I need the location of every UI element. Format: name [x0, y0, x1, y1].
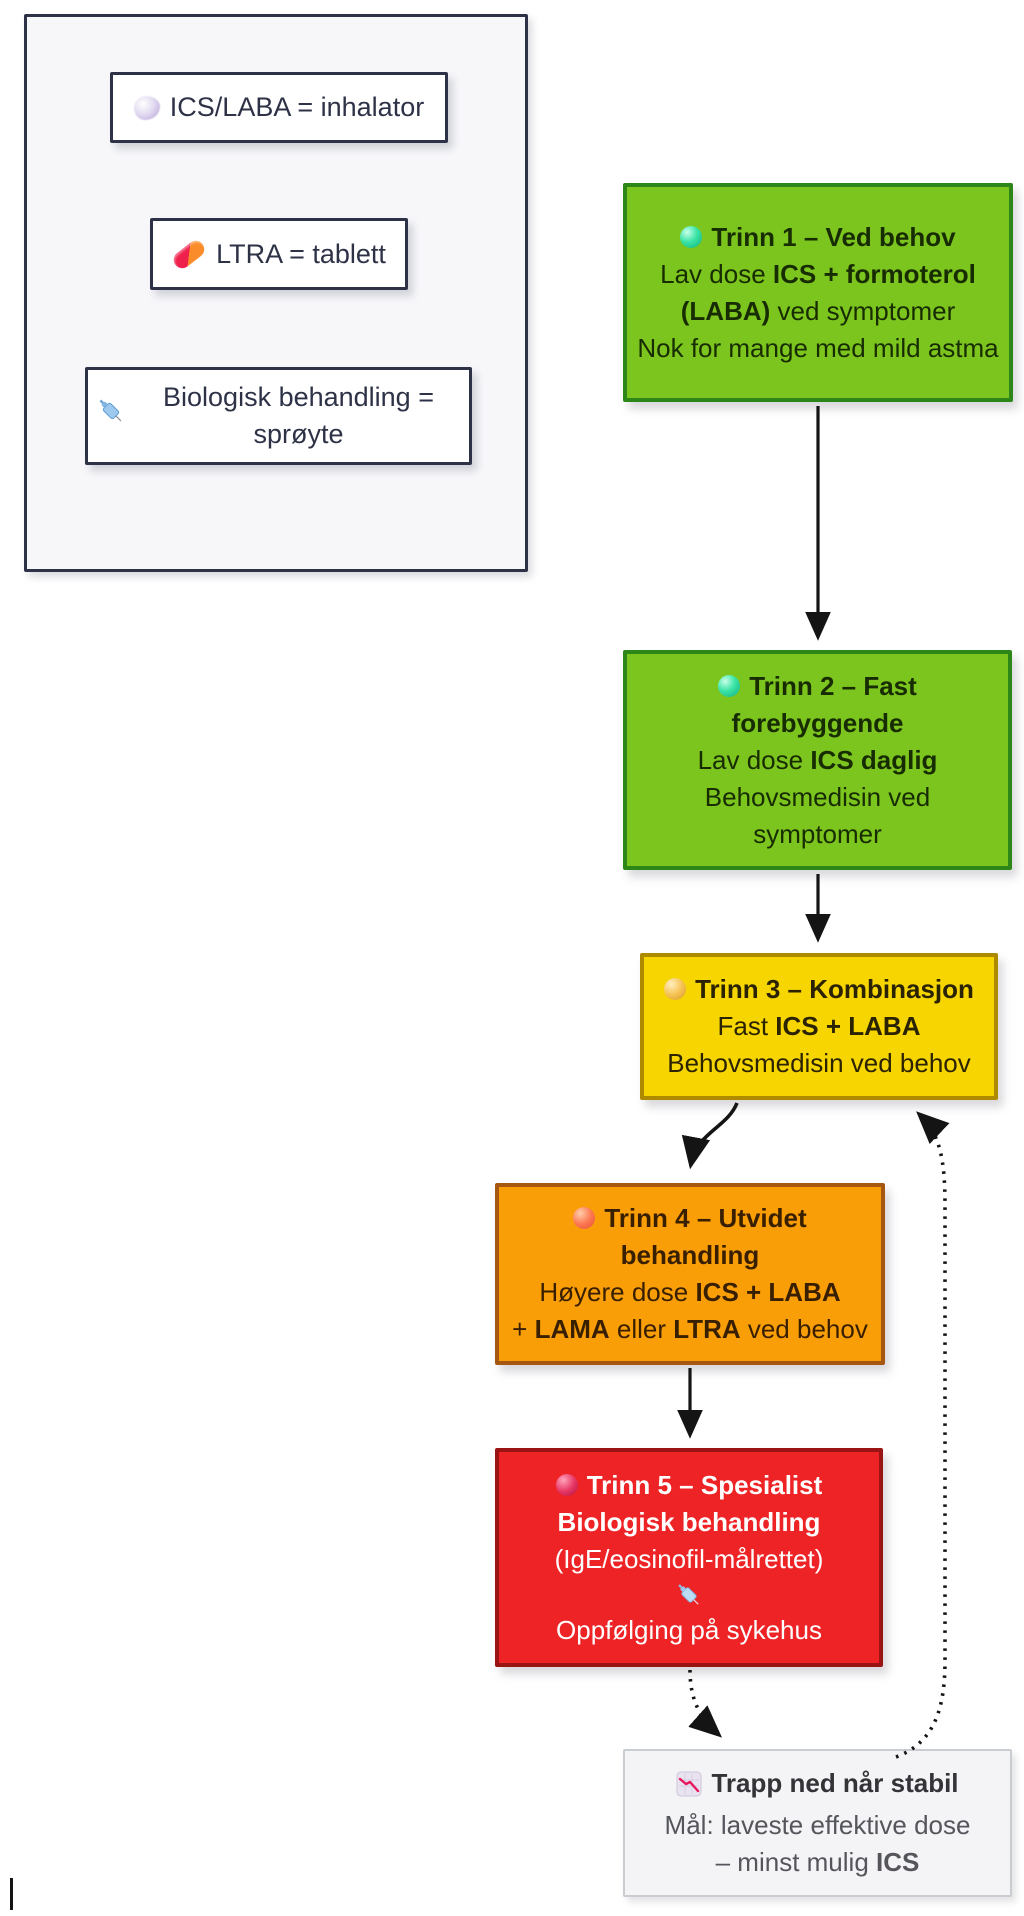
- step-box-trinn-4: Trinn 4 – Utvidet behandling Høyere dose…: [495, 1183, 885, 1365]
- chart-decreasing-icon: [676, 1770, 702, 1807]
- step-text: Behovsmedisin ved symptomer: [704, 781, 931, 849]
- legend-item-label: Biologisk behandling = sprøyte: [163, 382, 434, 449]
- legend-item-sproyte: Biologisk behandling = sprøyte: [85, 367, 472, 465]
- step-box-trinn-1: Trinn 1 – Ved behov Lav dose ICS + formo…: [623, 183, 1013, 402]
- step-title: Trinn 1 – Ved behov: [680, 219, 956, 256]
- orange-sphere-icon: [573, 1207, 596, 1229]
- dotted-arrow-stepdown-to-trinn3: [895, 1111, 950, 1759]
- step-text: Fast ICS + LABA: [717, 1011, 921, 1041]
- step-box-trinn-5: Trinn 5 – Spesialist Biologisk behandlin…: [495, 1448, 883, 1667]
- teal-sphere-icon: [718, 674, 741, 697]
- step-title: Trinn 2 – Fast forebyggende: [637, 668, 998, 742]
- stepdown-box: Trapp ned når stabil Mål: laveste effekt…: [623, 1749, 1012, 1897]
- syringe-icon: [675, 1578, 703, 1612]
- step-text: Høyere dose ICS + LABA: [539, 1277, 841, 1307]
- syringe-icon: [96, 396, 126, 436]
- step-title: Trinn 4 – Utvidet behandling: [509, 1200, 871, 1274]
- step-text: Biologisk behandling: [557, 1506, 821, 1537]
- legend-item-label: LTRA = tablett: [216, 238, 386, 269]
- step-text: Nok for mange med mild astma: [637, 332, 999, 363]
- step-box-trinn-3: Trinn 3 – Kombinasjon Fast ICS + LABA Be…: [640, 953, 998, 1100]
- dotted-arrow-trinn5-to-stepdown: [688, 1669, 723, 1738]
- step-title: Trinn 5 – Spesialist: [555, 1467, 822, 1504]
- stepdown-text: – minst mulig ICS: [715, 1847, 920, 1877]
- stepdown-title: Trapp ned når stabil: [676, 1765, 959, 1807]
- legend-panel: ICS/LABA = inhalator LTRA = tablett Biol…: [24, 14, 528, 572]
- step-text: + LAMA eller LTRA ved behov: [512, 1314, 868, 1344]
- step-title: Trinn 3 – Kombinasjon: [664, 971, 974, 1008]
- step-text: Lav dose ICS + formoterol (LABA) ved sym…: [660, 258, 976, 326]
- step-text: Behovsmedisin ved behov: [667, 1048, 971, 1078]
- arrow-trinn3-to-trinn4: [681, 1102, 739, 1170]
- legend-item-tablett: LTRA = tablett: [150, 218, 408, 290]
- legend-item-label: ICS/LABA = inhalator: [169, 92, 425, 122]
- text-cursor-artifact: [10, 1878, 13, 1910]
- step-text: Lav dose ICS daglig: [697, 744, 938, 775]
- teal-sphere-icon: [680, 225, 703, 248]
- step-text: (IgE/eosinofil-målrettet): [554, 1543, 824, 1574]
- step-text: Oppfølging på sykehus: [556, 1614, 822, 1645]
- gold-sphere-icon: [664, 978, 687, 1000]
- stepdown-text: Mål: laveste effektive dose: [664, 1810, 971, 1840]
- pill-icon: [170, 236, 208, 272]
- legend-item-inhalator: ICS/LABA = inhalator: [110, 72, 448, 143]
- inhaler-puff-icon: [133, 95, 160, 120]
- crimson-sphere-icon: [555, 1473, 578, 1496]
- step-box-trinn-2: Trinn 2 – Fast forebyggende Lav dose ICS…: [623, 650, 1012, 870]
